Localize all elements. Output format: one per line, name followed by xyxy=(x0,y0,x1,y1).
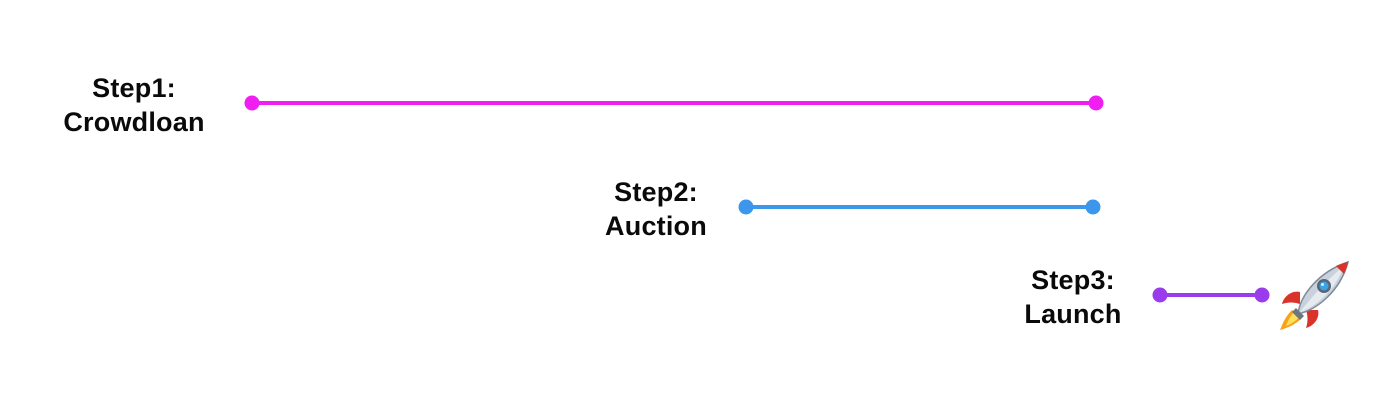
step3-label: Step3: Launch xyxy=(1003,263,1143,331)
step1-bar xyxy=(244,95,1104,111)
step2-bar xyxy=(738,199,1101,215)
step3-bar xyxy=(1152,287,1270,303)
step3-subtitle: Launch xyxy=(1024,299,1122,329)
step3-title: Step3: xyxy=(1031,265,1115,295)
rocket-icon xyxy=(1280,260,1350,330)
step2-subtitle: Auction xyxy=(605,211,707,241)
step2-end-dot xyxy=(1085,199,1101,215)
step1-start-dot xyxy=(244,95,260,111)
step1-title: Step1: xyxy=(92,73,176,103)
step2-title: Step2: xyxy=(614,177,698,207)
step2-label: Step2: Auction xyxy=(586,175,726,243)
step2-start-dot xyxy=(738,199,754,215)
step1-subtitle: Crowdloan xyxy=(63,107,205,137)
step3-end-dot xyxy=(1254,287,1270,303)
step1-end-dot xyxy=(1088,95,1104,111)
step3-start-dot xyxy=(1152,287,1168,303)
step1-label: Step1: Crowdloan xyxy=(44,71,224,139)
